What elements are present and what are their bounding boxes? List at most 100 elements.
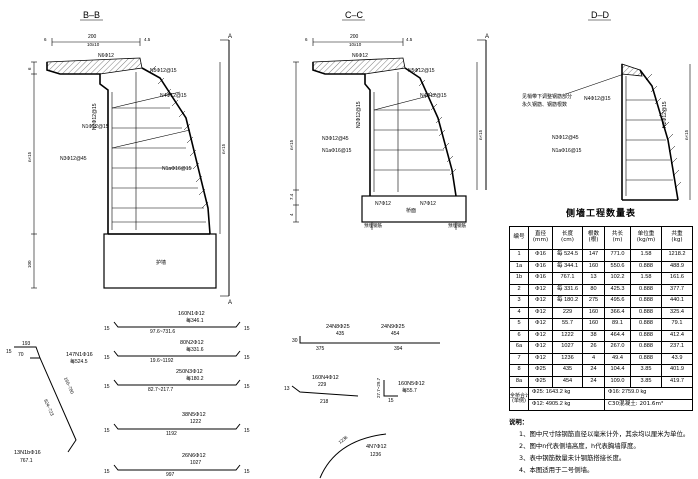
table-cell: 1222	[552, 329, 583, 342]
table-cell: 1218.2	[661, 249, 693, 262]
table-cell: Φ12	[528, 329, 553, 342]
bar-n2-label: 80N2Φ12	[180, 340, 204, 346]
bb-top-sub: 10x10	[87, 42, 100, 47]
table-cell: Φ25	[528, 375, 553, 388]
table-cell: 43.9	[661, 352, 693, 365]
table-cell: 440.1	[661, 295, 693, 308]
table-cell: 55.7	[552, 318, 583, 331]
table-cell: 0.888	[630, 318, 662, 331]
bar-n5l-right: 15	[244, 428, 250, 434]
note-item: 4、本图适用于二号侧墙。	[519, 466, 594, 474]
table-cell: 1	[509, 249, 529, 262]
table-cell: 435	[552, 364, 583, 377]
table-cell: 0.888	[630, 329, 662, 342]
cc-label-n5: N5Φ12@15	[408, 68, 435, 74]
bar-n1-sub: 每346.1	[186, 317, 204, 324]
cc-marker-a: A	[485, 34, 489, 40]
cc-top-dim: 200	[350, 34, 359, 40]
table-cell: Φ12	[528, 306, 553, 319]
n9-d3: 394	[394, 346, 403, 352]
header-cell: 共长(m)	[604, 226, 631, 250]
table-cell: 1027	[552, 341, 583, 354]
bar-n3-sub: 每180.2	[186, 375, 204, 382]
table-cell: Φ16	[528, 249, 553, 262]
n1a-label: 147N1Φ16	[66, 352, 93, 358]
bar-n1a-detail: 193 70 15 147N1Φ16 每524.5 160~780 824~72…	[6, 341, 93, 464]
note-item: 2、图中n代表侧墙高度，h代表胸墙厚度。	[519, 442, 640, 450]
table-cell: 464.4	[604, 329, 631, 342]
n9-sub: 454	[391, 331, 400, 337]
table-cell: 89.1	[604, 318, 631, 331]
header-cell: 直径(mm)	[528, 226, 553, 250]
n7arc-label: 4N7Φ12	[366, 444, 387, 450]
n1a-dim-15: 15	[6, 349, 12, 355]
dd-label-n4: N4Φ12@15	[584, 96, 611, 102]
cc-label-n6: N6Φ12	[352, 53, 368, 59]
total-cell: Φ25: 1643.2 kg	[528, 387, 605, 400]
n1a-dim-193: 193	[22, 341, 31, 347]
note-item: 3、表中钢筋数量未计钢筋搭接长度。	[519, 454, 626, 462]
header-cell: 根数(根)	[582, 226, 605, 250]
table-cell: 488.9	[661, 260, 693, 273]
bar-n5l-left: 15	[104, 428, 110, 434]
header-cell: 编号	[509, 226, 529, 250]
section-cc-title: C–C	[345, 10, 364, 20]
table-cell: 425.3	[604, 283, 631, 296]
table-cell: 229	[552, 306, 583, 319]
bb-label-n2: N2Φ12@15	[92, 103, 98, 130]
n1b-label: 13N1bΦ16	[14, 450, 41, 456]
n8-label: 24N8Φ25	[326, 324, 350, 330]
bb-label-n5: N5Φ12@15	[150, 68, 177, 74]
table-cell: 每 331.6	[552, 283, 583, 296]
table-cell: 38	[582, 329, 605, 342]
cc-label-n4: N4Φ12@15	[420, 93, 447, 99]
dd-label-n1a: N1aΦ16@15	[552, 148, 582, 154]
bb-top-dim: 200	[88, 34, 97, 40]
table-cell: 1.58	[630, 249, 662, 262]
table-cell: 79.1	[661, 318, 693, 331]
table-cell: 0.888	[630, 306, 662, 319]
table-cell: Φ25	[528, 364, 553, 377]
bar-n1-label: 160N1Φ12	[178, 311, 205, 317]
table-cell: 2	[509, 283, 529, 296]
bb-label-n3: N3Φ12@45	[60, 156, 87, 162]
table-cell: 5	[509, 318, 529, 331]
table-cell: 161.6	[661, 272, 693, 285]
cc-vdim-1: n×15	[289, 139, 294, 150]
bar-n2-right: 15	[244, 355, 250, 361]
n4-d1: 13	[284, 386, 290, 392]
cc-vdim-right: n×15	[478, 129, 483, 140]
total-cell: Φ12: 4905.2 kg	[528, 398, 605, 411]
bar-n5l-sub: 1222	[190, 419, 201, 425]
table-cell: 325.4	[661, 306, 693, 319]
bar-n6-left: 15	[104, 469, 110, 475]
bar-n6-right: 15	[244, 469, 250, 475]
cc-label-n1a: N1aΦ16@15	[322, 148, 352, 154]
table-cell: 366.4	[604, 306, 631, 319]
table-cell: 550.6	[604, 260, 631, 273]
bar-n7-arc-detail: 4N7Φ12 1236 1236	[319, 433, 387, 479]
dd-label-n2: N2Φ12@15	[662, 101, 668, 128]
header-cell: 共重(kg)	[661, 226, 693, 250]
table-cell: 1a	[509, 260, 529, 273]
table-cell: 6a	[509, 341, 529, 354]
n1a-sub: 每524.5	[70, 358, 88, 365]
bar-n5l-label: 38N5Φ12	[182, 412, 206, 418]
table-cell: Φ12	[528, 318, 553, 331]
table-cell: 0.888	[630, 260, 662, 273]
cc-left-dim: 6	[305, 37, 308, 42]
table-cell: 8a	[509, 375, 529, 388]
table-cell: 每 344.1	[552, 260, 583, 273]
cc-top-sub: 10x10	[349, 42, 362, 47]
table-cell: 771.0	[604, 249, 631, 262]
cc-bottom-label-2: 预埋钢筋	[448, 222, 466, 229]
dd-vdim-1: n×15	[684, 129, 689, 140]
bar-n8-n9-detail: 24N8Φ25 435 24N9Φ25 454 30 375 394	[292, 324, 440, 352]
quantity-table: 编号 直径(mm) 长度(cm) 根数(根) 共长(m) 单位重(kg/m) 共…	[509, 226, 693, 411]
